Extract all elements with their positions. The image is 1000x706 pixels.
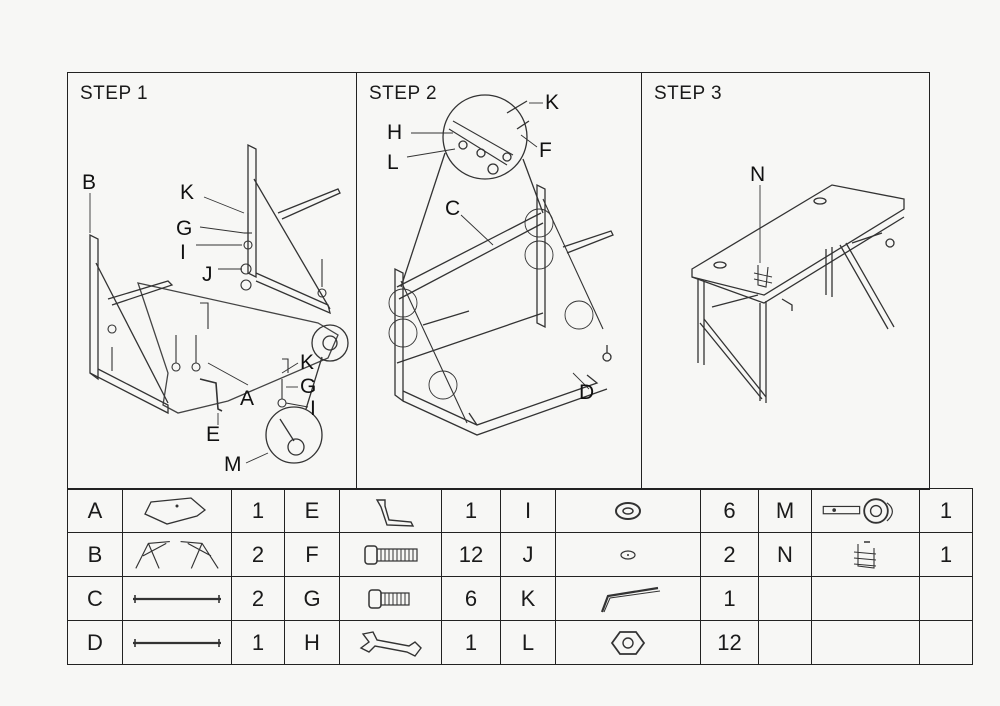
step-1-diagram: B K G I J A K G I E M xyxy=(82,143,349,476)
part-quantity: 1 xyxy=(441,488,501,533)
step-2-title: STEP 2 xyxy=(369,83,438,104)
part-picture xyxy=(555,576,701,621)
part-quantity: 1 xyxy=(919,532,973,577)
part-picture xyxy=(555,532,701,577)
callout-A: A xyxy=(240,387,254,410)
leg-frame-icon xyxy=(127,538,227,572)
step-2-diagram: K H F L C D xyxy=(387,91,614,436)
tabletop-icon xyxy=(137,494,217,528)
part-picture xyxy=(339,532,442,577)
callout-G-2: G xyxy=(300,375,316,398)
callout-G: G xyxy=(176,217,192,240)
part-quantity: 6 xyxy=(441,576,501,621)
part-letter: C xyxy=(67,576,123,621)
step-3-panel: STEP 3 xyxy=(641,73,930,489)
part-quantity: 6 xyxy=(700,488,759,533)
part-picture xyxy=(811,488,920,533)
assembly-sheet: STEP 1 xyxy=(67,72,973,666)
part-quantity: 1 xyxy=(231,620,285,665)
part-quantity: 12 xyxy=(700,620,759,665)
short-bolt-icon xyxy=(351,582,431,616)
part-letter: K xyxy=(500,576,556,621)
cap-icon xyxy=(588,538,668,572)
cable-clip-icon xyxy=(816,494,916,528)
callout-I-2: I xyxy=(310,397,316,420)
part-letter: D xyxy=(67,620,123,665)
part-picture xyxy=(811,532,920,577)
callout-E: E xyxy=(206,423,220,446)
crossbar-icon xyxy=(127,626,227,660)
step-3-diagram: N xyxy=(691,163,905,403)
part-quantity: 1 xyxy=(700,576,759,621)
part-letter: I xyxy=(500,488,556,533)
part-picture xyxy=(555,488,701,533)
bracket-icon xyxy=(351,494,431,528)
empty-cell xyxy=(811,620,920,665)
part-quantity: 1 xyxy=(919,488,973,533)
step-3-title: STEP 3 xyxy=(654,83,723,104)
callout-K: K xyxy=(545,91,559,114)
part-picture xyxy=(339,488,442,533)
callout-D: D xyxy=(579,381,594,404)
callout-C: C xyxy=(445,197,460,220)
callout-L: L xyxy=(387,151,399,174)
part-quantity: 12 xyxy=(441,532,501,577)
part-letter xyxy=(758,620,812,665)
part-letter: H xyxy=(284,620,340,665)
part-quantity xyxy=(919,576,973,621)
part-letter: F xyxy=(284,532,340,577)
part-picture xyxy=(339,576,442,621)
callout-I: I xyxy=(180,241,186,264)
callout-F: F xyxy=(539,139,552,162)
part-quantity: 2 xyxy=(700,532,759,577)
step-1-panel: STEP 1 xyxy=(68,73,356,489)
part-letter: G xyxy=(284,576,340,621)
part-quantity: 1 xyxy=(441,620,501,665)
step-2-panel: STEP 2 xyxy=(356,73,642,489)
steps-panel: STEP 1 xyxy=(67,72,930,490)
part-quantity: 2 xyxy=(231,532,285,577)
part-letter: L xyxy=(500,620,556,665)
part-letter: A xyxy=(67,488,123,533)
part-letter: E xyxy=(284,488,340,533)
part-letter: M xyxy=(758,488,812,533)
part-picture xyxy=(122,532,232,577)
allen-key-icon xyxy=(588,582,668,616)
long-bolt-icon xyxy=(351,538,431,572)
empty-cell xyxy=(811,576,920,621)
part-picture xyxy=(555,620,701,665)
callout-B: B xyxy=(82,171,96,194)
washer-icon xyxy=(588,494,668,528)
callout-M: M xyxy=(224,453,242,476)
part-letter: N xyxy=(758,532,812,577)
part-letter: B xyxy=(67,532,123,577)
part-letter xyxy=(758,576,812,621)
part-quantity: 2 xyxy=(231,576,285,621)
crossbar-icon xyxy=(127,582,227,616)
part-quantity: 1 xyxy=(231,488,285,533)
callout-K: K xyxy=(180,181,194,204)
callout-N: N xyxy=(750,163,765,186)
part-picture xyxy=(122,488,232,533)
part-picture xyxy=(122,620,232,665)
callout-H: H xyxy=(387,121,402,144)
wrench-icon xyxy=(351,626,431,660)
callout-J: J xyxy=(202,263,213,286)
hex-nut-icon xyxy=(588,626,668,660)
part-picture xyxy=(122,576,232,621)
part-picture xyxy=(339,620,442,665)
part-letter: J xyxy=(500,532,556,577)
step-1-title: STEP 1 xyxy=(80,83,149,104)
callout-K-2: K xyxy=(300,351,314,374)
headphone-hook-icon xyxy=(826,538,906,572)
part-quantity xyxy=(919,620,973,665)
